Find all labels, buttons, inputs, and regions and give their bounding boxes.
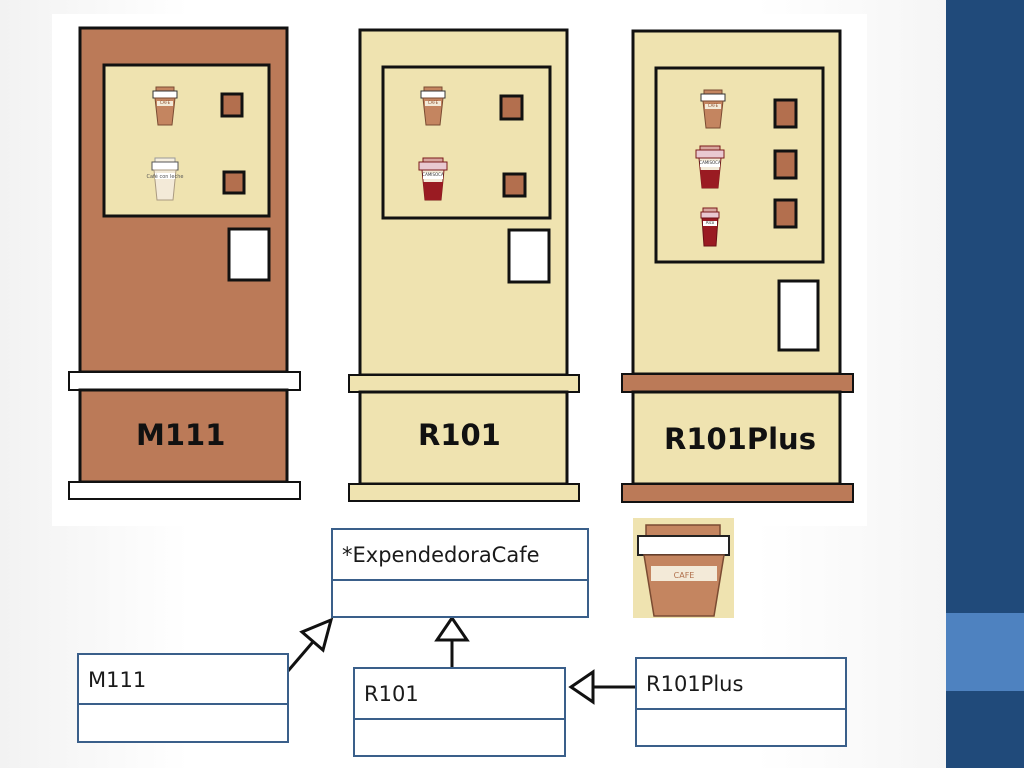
select-button-r101plus-1[interactable] (773, 98, 798, 129)
uml-class-expendedoracafe: *ExpendedoraCafe (331, 528, 589, 618)
select-button-m111-1[interactable] (220, 92, 244, 118)
coin-slot-r101plus (777, 279, 820, 352)
diagram-drawing: CAFE Café con leche CAFE CAMISOCA (68, 26, 854, 705)
uml-class-r101plus: R101Plus (635, 657, 847, 747)
decor-stripe-top (946, 0, 1024, 613)
machine-m111: CAFE Café con leche (68, 26, 301, 500)
decor-stripe-bottom (946, 691, 1024, 768)
svg-text:CAFE: CAFE (674, 571, 695, 580)
svg-text:Alco: Alco (706, 220, 715, 225)
svg-text:CAFE: CAFE (160, 100, 171, 105)
uml-arrow-r101plus (568, 669, 636, 705)
coin-slot-m111 (227, 227, 271, 282)
cup-icon-m111-cafe-con-leche: Café con leche (146, 157, 184, 201)
cup-icon-r101plus-cafe: CAFE (700, 89, 726, 129)
machine-label-r101: R101 (418, 418, 501, 452)
cup-icon-m111-cafe: CAFE (152, 86, 178, 126)
select-button-r101plus-2[interactable] (773, 149, 798, 180)
svg-text:CAMISOCA: CAMISOCA (422, 172, 444, 177)
coin-slot-r101 (507, 228, 551, 284)
machine-label-r101plus: R101Plus (664, 422, 816, 456)
uml-arrow-m111 (286, 617, 334, 672)
cup-icon-r101plus-alco: Alco (700, 207, 720, 247)
uml-class-name: R101Plus (637, 659, 845, 710)
select-button-r101-2[interactable] (502, 172, 527, 198)
cup-icon-r101-cafe: CAFE (420, 86, 446, 126)
uml-class-m111: M111 (77, 653, 289, 743)
svg-text:CAFE: CAFE (708, 103, 719, 108)
uml-class-name: *ExpendedoraCafe (333, 530, 587, 581)
uml-arrow-r101 (434, 615, 470, 667)
machine-r101plus: CAFE CAMISOCA Alco (621, 29, 854, 503)
svg-text:CAMISOCA: CAMISOCA (699, 160, 721, 165)
uml-class-name: M111 (79, 655, 287, 705)
coffee-cup-icon: CAFE (633, 518, 734, 618)
svg-text:Café con leche: Café con leche (146, 173, 183, 180)
cup-icon-r101-camisoca: CAMISOCA (418, 157, 448, 201)
select-button-r101-1[interactable] (499, 94, 524, 121)
svg-text:CAFE: CAFE (428, 100, 439, 105)
uml-class-r101: R101 (353, 667, 566, 757)
cup-icon-r101plus-camisoca: CAMISOCA (695, 145, 725, 189)
uml-class-name: R101 (355, 669, 564, 720)
decor-stripe-mid (946, 613, 1024, 691)
select-button-m111-2[interactable] (222, 170, 246, 195)
machine-r101: CAFE CAMISOCA (348, 28, 580, 502)
select-button-r101plus-3[interactable] (773, 198, 798, 229)
machine-label-m111: M111 (136, 418, 226, 452)
